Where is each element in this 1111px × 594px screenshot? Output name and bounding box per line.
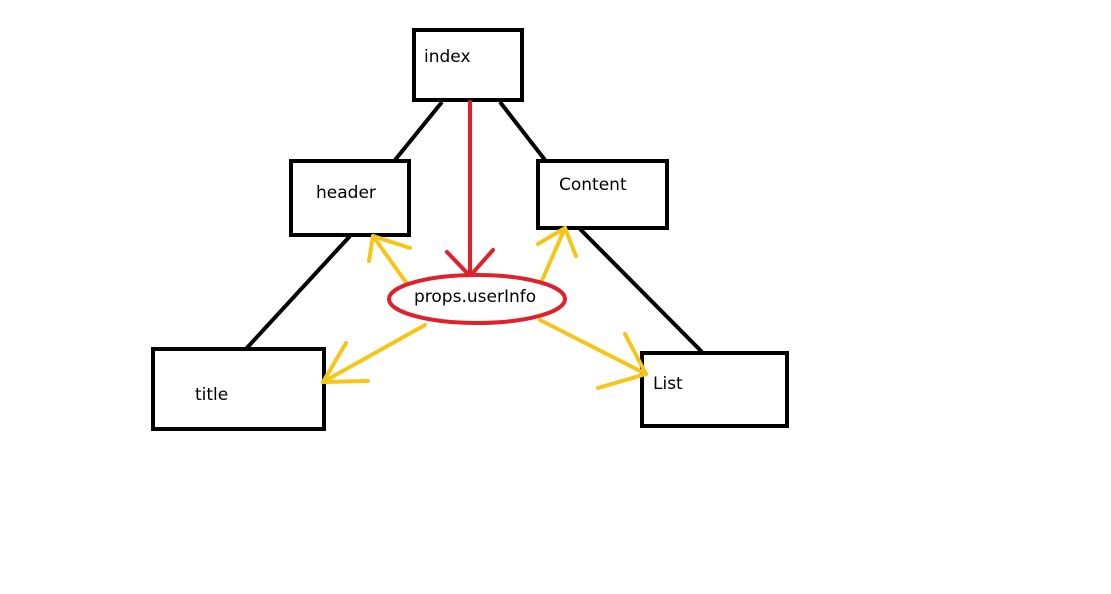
component-boxes	[151, 28, 789, 431]
label-list: List	[653, 374, 683, 394]
label-index: index	[424, 47, 471, 67]
label-title: title	[195, 385, 228, 405]
label-content: Content	[559, 175, 627, 195]
arrow-to-title	[321, 323, 427, 384]
connector-index-header	[393, 100, 444, 162]
arrow-to-content	[536, 226, 578, 287]
props-source-arrow	[445, 100, 495, 278]
connector-content-list	[578, 227, 704, 354]
arrow-to-header	[367, 234, 412, 290]
props-pass-arrows	[321, 226, 648, 390]
label-props-userinfo: props.userInfo	[414, 287, 536, 307]
props-ellipse	[387, 273, 567, 325]
arrow-to-list	[538, 318, 648, 390]
box-index	[412, 28, 524, 102]
tree-connectors	[243, 100, 704, 354]
connector-header-title	[243, 234, 352, 352]
connector-index-content	[498, 100, 547, 162]
box-content	[536, 159, 669, 230]
box-header	[289, 159, 411, 237]
label-header: header	[316, 183, 376, 203]
box-list	[640, 351, 789, 428]
box-title	[151, 347, 326, 431]
